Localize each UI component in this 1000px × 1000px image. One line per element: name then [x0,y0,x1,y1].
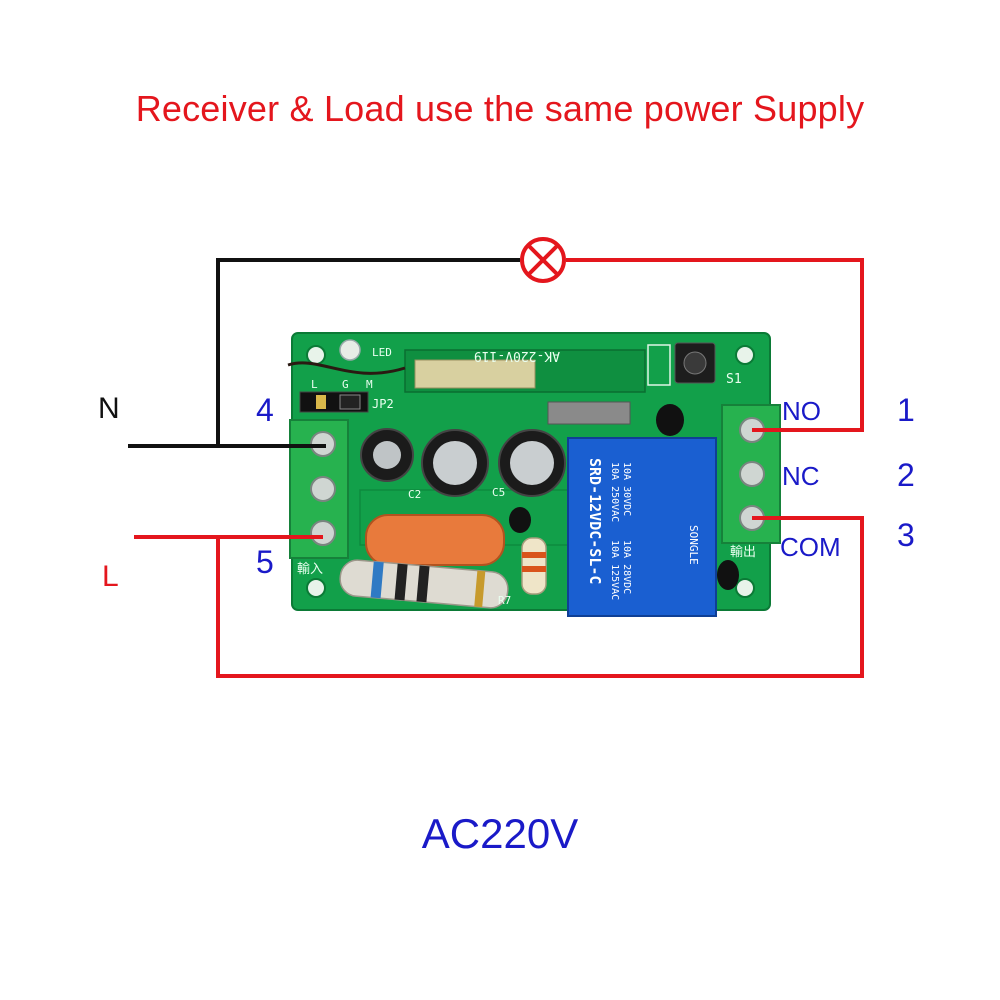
jumper-letter-g: G [342,378,349,391]
relay-rating-1: 10A 250VAC [609,462,620,522]
capacitor-3 [498,429,566,497]
led-label: LED [372,346,392,359]
output-screw-nc [739,461,765,487]
neutral-to-lamp-wire [216,258,520,446]
board-model-marking: AK-220V-119 [474,348,560,363]
led-indicator [339,339,361,361]
transistor-mid [509,507,531,533]
relay-rating-4: 10A 28VDC [621,540,632,594]
rf-module: AK-220V-119 [404,348,646,393]
terminal-com-label: COM [780,532,841,562]
input-silk-label: 輸入 [297,561,323,576]
learn-button [674,342,716,384]
jumper-block: L G M JP2 [299,378,394,413]
output-silk-label: 輸出 [730,544,756,559]
silk-ref-r7: R7 [498,594,511,607]
neutral-label: N [98,392,120,425]
relay-rating-2: 10A 30VDC [621,462,632,516]
terminal-2-number: 2 [897,457,915,493]
relay-model: SRD-12VDC-SL-C [586,458,604,584]
terminal-nc-label: NC [782,461,820,491]
input-terminal-4-number: 4 [256,392,274,428]
relay: SRD-12VDC-SL-C 10A 250VAC 10A 30VDC 10A … [567,437,717,617]
silk-ref-c2: C2 [408,488,421,501]
input-screw-middle [310,476,336,502]
small-resistor [521,537,547,595]
jumper-label: JP2 [372,397,394,411]
terminal-no-label: NO [782,396,821,426]
power-resistor [339,559,509,609]
relay-brand: SONGLE [687,525,700,565]
transistor-top [656,404,684,436]
transistor-bottom [717,560,739,590]
film-capacitor [365,514,505,566]
wires [128,258,864,678]
crystal-component [547,401,631,425]
live-to-com-wire [216,516,864,678]
jumper-letter-m: M [366,378,373,391]
receiver-board: AK-220V-119 LED L G M JP2 [287,332,781,617]
lamp-icon [520,237,566,283]
relay-rating-3: 10A 125VAC [609,540,620,600]
terminal-3-number: 3 [897,517,915,553]
supply-voltage-label: AC220V [421,810,579,857]
button-label: S1 [726,372,742,387]
capacitor-1 [360,428,414,482]
terminal-1-number: 1 [897,392,915,428]
lamp-to-no-wire [566,258,864,432]
capacitor-2 [421,429,489,497]
live-label: L [102,560,119,593]
antenna-wire [287,361,406,375]
silk-ref-c5: C5 [492,486,505,499]
input-terminal-block: 輸入 [289,419,349,576]
input-screw-bottom [310,520,336,546]
input-terminal-5-number: 5 [256,544,274,580]
diagram-title: Receiver & Load use the same power Suppl… [135,88,865,129]
jumper-letter-l: L [311,378,318,391]
